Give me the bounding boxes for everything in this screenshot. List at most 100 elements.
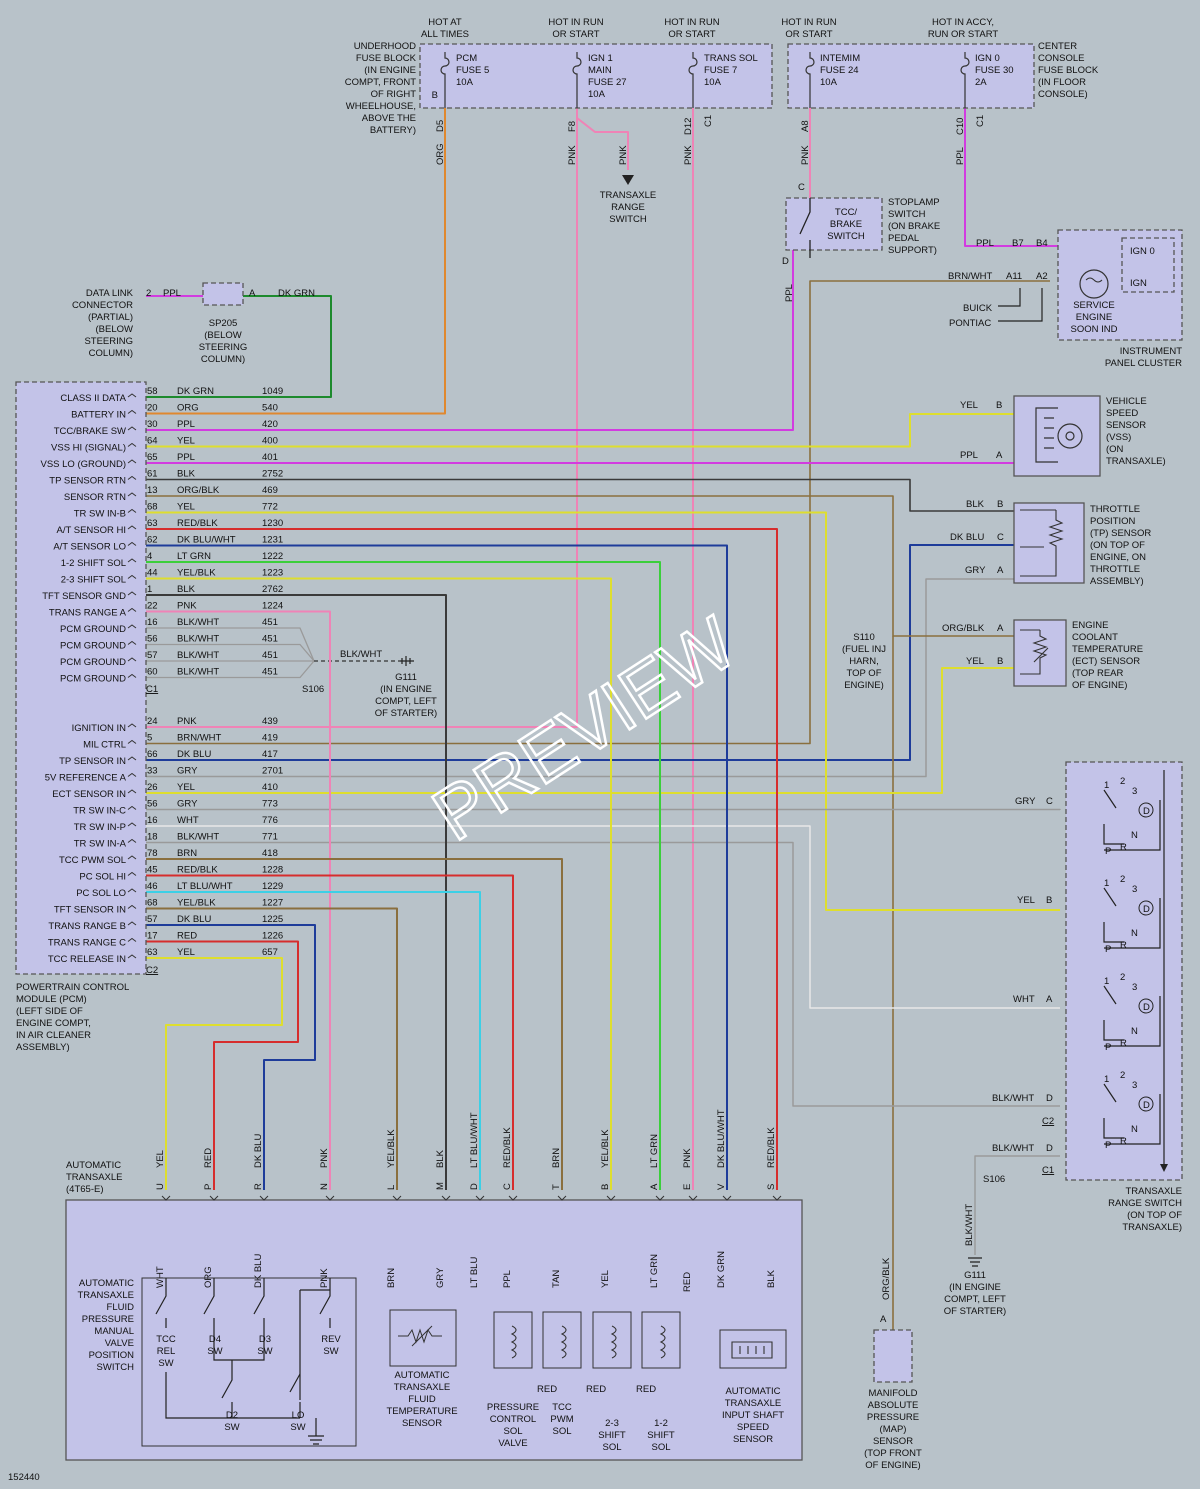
pin-arrow-icon <box>772 1195 782 1201</box>
wire-ipc-ign <box>964 108 1058 247</box>
pcm-pin-number: 56 <box>147 799 158 810</box>
pcm-circuit: 400 <box>262 436 278 447</box>
transaxle-wire-color: LT BLU/WHT <box>469 1112 480 1168</box>
svg-text:BLK/WHT: BLK/WHT <box>340 649 382 660</box>
transaxle-wire-color: RED/BLK <box>502 1127 513 1168</box>
pcm-wire-color: BLK/WHT <box>177 667 219 678</box>
pcm-wire-color: RED <box>177 931 197 942</box>
internal-wire-label: ORG <box>203 1266 214 1288</box>
pcm-circuit: 417 <box>262 749 278 760</box>
pcm-pin-number: 60 <box>147 667 158 678</box>
pcm-pin-name: 2-3 SHIFT SOL <box>61 575 126 586</box>
svg-text:BLK/WHT: BLK/WHT <box>964 1204 975 1246</box>
pcm-pin-name: TRANS RANGE C <box>48 938 126 949</box>
svg-text:3: 3 <box>1132 786 1137 797</box>
svg-text:B: B <box>1046 895 1052 906</box>
pcm-wire-color: YEL/BLK <box>177 898 216 909</box>
svg-text:BLK/WHT: BLK/WHT <box>992 1093 1034 1104</box>
pcm-wire-color: DK GRN <box>177 386 214 397</box>
pcm-wire-color: ORG/BLK <box>177 485 220 496</box>
transaxle-pin: N <box>319 1183 330 1190</box>
pcm-pin-number: 64 <box>147 436 158 447</box>
transaxle-pin: R <box>253 1183 264 1190</box>
pcm-pin-number: 44 <box>147 568 158 579</box>
wire-tr-c <box>146 808 1061 811</box>
ipc-ign-box <box>1121 237 1175 293</box>
pcm-pin-name: A/T SENSOR HI <box>56 525 126 536</box>
svg-text:N: N <box>1131 830 1138 841</box>
svg-text:D5: D5 <box>435 120 446 132</box>
pin-arrow-icon <box>127 426 137 431</box>
wire-tr-p <box>146 825 1060 1009</box>
tp-potentiometer-icon <box>1020 509 1064 577</box>
drive-position-icon <box>1138 1096 1154 1112</box>
svg-text:2: 2 <box>1120 1070 1125 1081</box>
pcm-pin-name: TR SW IN-C <box>73 806 126 817</box>
svg-text:1: 1 <box>1104 780 1109 791</box>
pin-arrow-icon <box>127 558 137 563</box>
svg-text:A8: A8 <box>800 120 811 132</box>
svg-text:PPL: PPL <box>960 450 978 461</box>
pcm-wire-color: DK BLU <box>177 914 211 925</box>
svg-text:YEL: YEL <box>960 400 978 411</box>
svg-text:GRY: GRY <box>1015 796 1036 807</box>
pcm-pin-name: TR SW IN-B <box>74 509 126 520</box>
svg-text:A11: A11 <box>1006 271 1022 282</box>
wire-pcm-ground <box>146 627 315 662</box>
ground-icon <box>400 656 414 666</box>
wire-battery-in <box>146 108 446 415</box>
wire-transaxle <box>146 561 661 1190</box>
pin-arrow-icon <box>475 1195 485 1201</box>
wire-tr-b <box>146 511 1060 911</box>
wire-transaxle <box>146 544 728 1190</box>
svg-text:BRN/WHT: BRN/WHT <box>948 271 993 282</box>
pcm-pin-number: 63 <box>147 947 158 958</box>
svg-text:C10: C10 <box>955 118 966 135</box>
wire-trs-feed <box>576 117 629 170</box>
wire-class2 <box>146 295 332 398</box>
pcm-wire-color: BLK/WHT <box>177 650 219 661</box>
svg-text:D: D <box>1143 1002 1150 1013</box>
pcm-wire-color: DK BLU <box>177 749 211 760</box>
arrow-icon <box>622 175 634 185</box>
transaxle-pin: D <box>469 1183 480 1190</box>
pin-arrow-icon <box>127 459 137 464</box>
pcm-pin-number: 4 <box>147 551 152 562</box>
wire-layer <box>146 108 1061 1399</box>
pin-arrow-icon <box>127 855 137 860</box>
pin-arrow-icon <box>127 772 137 777</box>
pcm-pin-number: 5 <box>147 733 152 744</box>
pcm-circuit: 1226 <box>262 931 283 942</box>
svg-text:YEL: YEL <box>966 656 984 667</box>
service-engine-lamp-icon <box>1079 269 1109 299</box>
svg-text:C1: C1 <box>146 684 158 695</box>
automatic-transaxle <box>65 1199 803 1461</box>
svg-text:D: D <box>1143 904 1150 915</box>
svg-text:P: P <box>1105 944 1111 955</box>
svg-text:C: C <box>997 532 1004 543</box>
svg-text:R: R <box>1120 940 1127 951</box>
pcm-circuit: 2752 <box>262 469 283 480</box>
